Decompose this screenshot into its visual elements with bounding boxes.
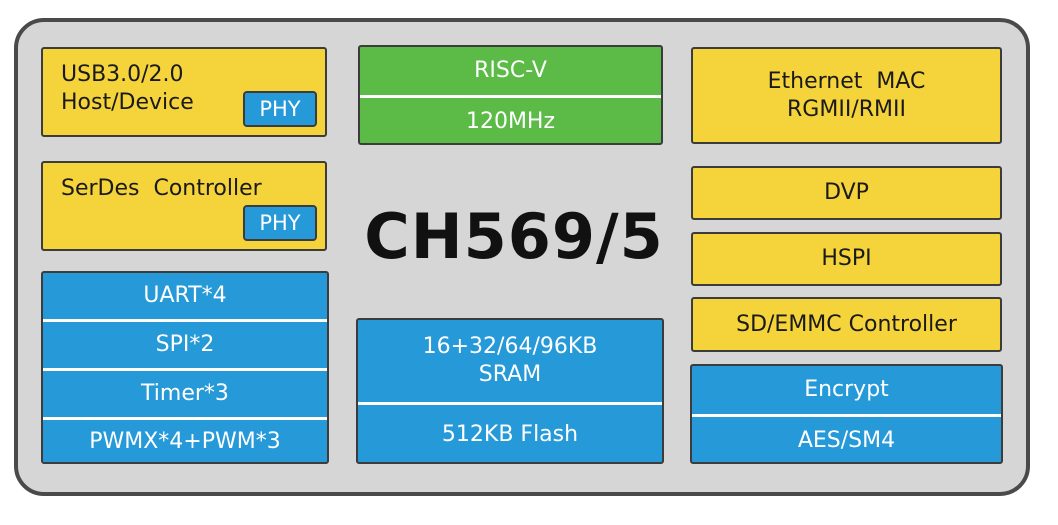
divider bbox=[43, 368, 327, 371]
serdes-label: SerDes Controller bbox=[61, 176, 262, 201]
chip-title: CH569/5 bbox=[364, 199, 664, 273]
encrypt-block: Encrypt AES/SM4 bbox=[690, 364, 1003, 464]
hspi-block: HSPI bbox=[691, 232, 1002, 286]
peripherals-block: UART*4 SPI*2 Timer*3 PWMX*4+PWM*3 bbox=[41, 271, 329, 464]
peripheral-timer: Timer*3 bbox=[141, 381, 229, 406]
usb-label: USB3.0/2.0 Host/Device bbox=[61, 62, 194, 115]
encrypt-algorithm: AES/SM4 bbox=[797, 427, 896, 453]
hspi-label: HSPI bbox=[821, 246, 872, 271]
sd-emmc-label: SD/EMMC Controller bbox=[736, 311, 957, 337]
peripheral-spi: SPI*2 bbox=[155, 332, 215, 357]
dvp-block: DVP bbox=[691, 166, 1002, 220]
serdes-block: SerDes Controller PHY bbox=[41, 161, 327, 251]
ethernet-block: Ethernet MAC RGMII/RMII bbox=[691, 47, 1002, 144]
divider bbox=[358, 402, 662, 405]
cpu-frequency: 120MHz bbox=[465, 108, 556, 134]
usb-phy-badge: PHY bbox=[243, 91, 317, 127]
sd-emmc-block: SD/EMMC Controller bbox=[691, 297, 1002, 352]
peripheral-uart: UART*4 bbox=[143, 283, 227, 308]
serdes-phy-badge: PHY bbox=[243, 205, 317, 241]
divider bbox=[692, 414, 1001, 417]
divider bbox=[43, 319, 327, 322]
encrypt-title: Encrypt bbox=[804, 377, 889, 402]
dvp-label: DVP bbox=[824, 180, 869, 205]
divider bbox=[360, 95, 661, 98]
divider bbox=[43, 417, 327, 420]
peripheral-pwm: PWMX*4+PWM*3 bbox=[89, 429, 281, 454]
cpu-block: RISC-V 120MHz bbox=[358, 45, 663, 145]
memory-sram: 16+32/64/96KB SRAM bbox=[422, 334, 598, 387]
ethernet-label: Ethernet MAC RGMII/RMII bbox=[767, 68, 933, 122]
cpu-core: RISC-V bbox=[474, 58, 547, 83]
memory-flash: 512KB Flash bbox=[441, 421, 579, 447]
memory-block: 16+32/64/96KB SRAM 512KB Flash bbox=[356, 318, 664, 464]
usb-block: USB3.0/2.0 Host/Device PHY bbox=[41, 47, 327, 137]
